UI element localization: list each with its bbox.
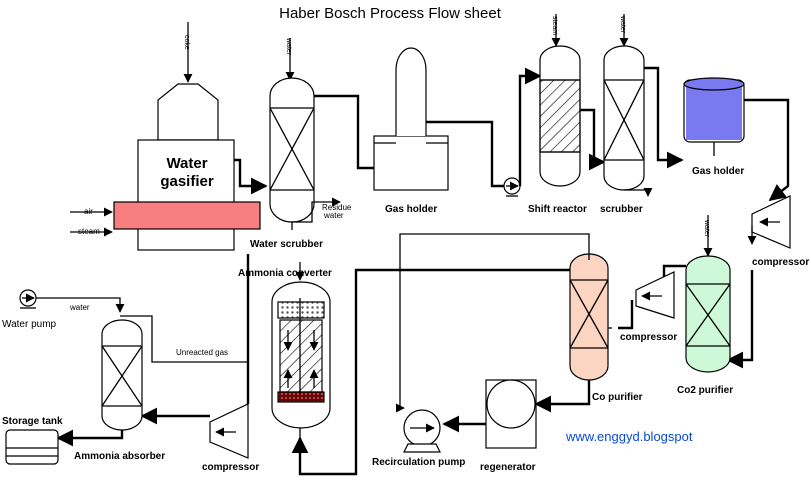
website-link[interactable]: www.enggyd.blogspot — [565, 429, 693, 444]
steam-label: steam — [78, 227, 100, 236]
diagram-title: Haber Bosch Process Flow sheet — [279, 5, 502, 22]
scrubber: water scrubber — [600, 14, 653, 215]
co2-purifier-label: Co2 purifier — [677, 385, 733, 396]
compressor-right-label: compressor — [752, 257, 809, 268]
ammonia-converter: Ammonia converter — [238, 262, 332, 438]
water-pump-line-label: water — [69, 303, 90, 312]
compressor-bottom: compressor — [202, 403, 259, 473]
ammonia-absorber: Ammonia absorber — [56, 319, 165, 462]
gas-holder-2-label: Gas holder — [692, 166, 744, 177]
gasifier-label-2: gasifier — [160, 173, 214, 190]
gas-holder-2: Gas holder — [683, 77, 745, 177]
scrubber-label: scrubber — [600, 204, 643, 215]
compressor-mid-label: compressor — [620, 332, 677, 343]
air-label: air — [84, 207, 93, 216]
water-gasifier: coke Water gasifier air steam — [70, 22, 261, 251]
svg-text:water: water — [703, 219, 710, 238]
gasifier-label-1: Water — [166, 155, 207, 172]
gas-holder-1: Gas holder — [373, 47, 449, 215]
shift-reactor-label: Shift reactor — [528, 204, 587, 215]
compressor-right: compressor — [747, 195, 809, 268]
ammonia-converter-label: Ammonia converter — [238, 268, 332, 279]
water-pump-label: Water pump — [2, 319, 57, 330]
storage-tank-label: Storage tank — [2, 416, 63, 427]
ammonia-absorber-label: Ammonia absorber — [74, 451, 165, 462]
gasifier-heating-band — [113, 201, 261, 230]
co-purifier-label: Co purifier — [592, 392, 643, 403]
compressor-mid: compressor — [618, 271, 677, 343]
svg-text:Residue: Residue — [322, 203, 352, 212]
svg-text:water: water — [285, 37, 292, 56]
svg-text:water: water — [619, 15, 626, 34]
gas-holder-1-label: Gas holder — [385, 204, 437, 215]
unreacted-gas-label: Unreacted gas — [176, 348, 228, 357]
coke-label: coke — [183, 35, 190, 50]
recirculation-pump-label: Recirculation pump — [372, 457, 465, 468]
water-scrubber-label: Water scrubber — [250, 239, 323, 250]
regenerator-label: regenerator — [480, 462, 536, 473]
regenerator: regenerator — [480, 379, 537, 473]
water-pump: Water pump water — [2, 289, 125, 330]
shift-reactor: steam Shift reactor — [528, 14, 587, 215]
feed-pump — [503, 177, 521, 197]
svg-text:steam: steam — [551, 16, 558, 35]
water-scrubber: water Residue water Water scrubber — [250, 37, 352, 250]
recirculation-pump: Recirculation pump — [372, 409, 465, 468]
storage-tank: Storage tank — [2, 416, 63, 465]
compressor-bottom-label: compressor — [202, 462, 259, 473]
co2-purifier: water Co2 purifier — [677, 215, 733, 396]
svg-text:water: water — [323, 211, 344, 220]
